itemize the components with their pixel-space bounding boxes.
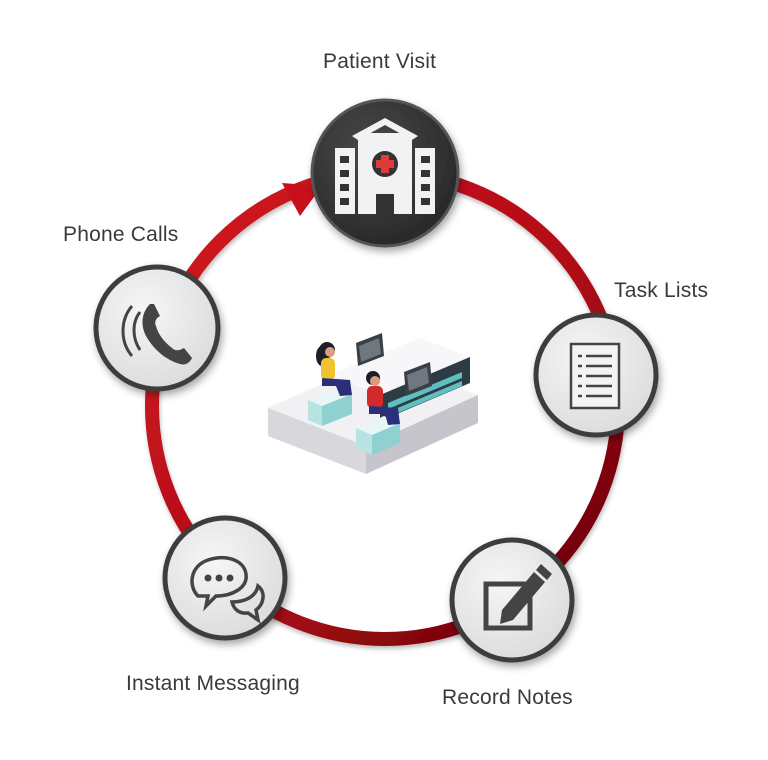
hospital-icon [335, 118, 435, 214]
step-label-patient-visit: Patient Visit [323, 50, 437, 73]
node-instant-messaging [162, 515, 288, 641]
checklist-icon [569, 342, 621, 410]
step-label-record-notes: Record Notes [442, 686, 573, 709]
step-label-task-lists: Task Lists [614, 279, 709, 302]
step-label-instant-messaging: Instant Messaging [126, 672, 300, 695]
front-desk-staff-illustration [268, 333, 478, 474]
step-label-phone-calls: Phone Calls [63, 223, 179, 246]
chat-bubbles-icon [190, 555, 265, 624]
cycle-arrowhead [282, 183, 322, 216]
phone-icon [121, 304, 192, 365]
node-phone-calls [93, 264, 221, 392]
edit-note-icon [483, 564, 552, 631]
